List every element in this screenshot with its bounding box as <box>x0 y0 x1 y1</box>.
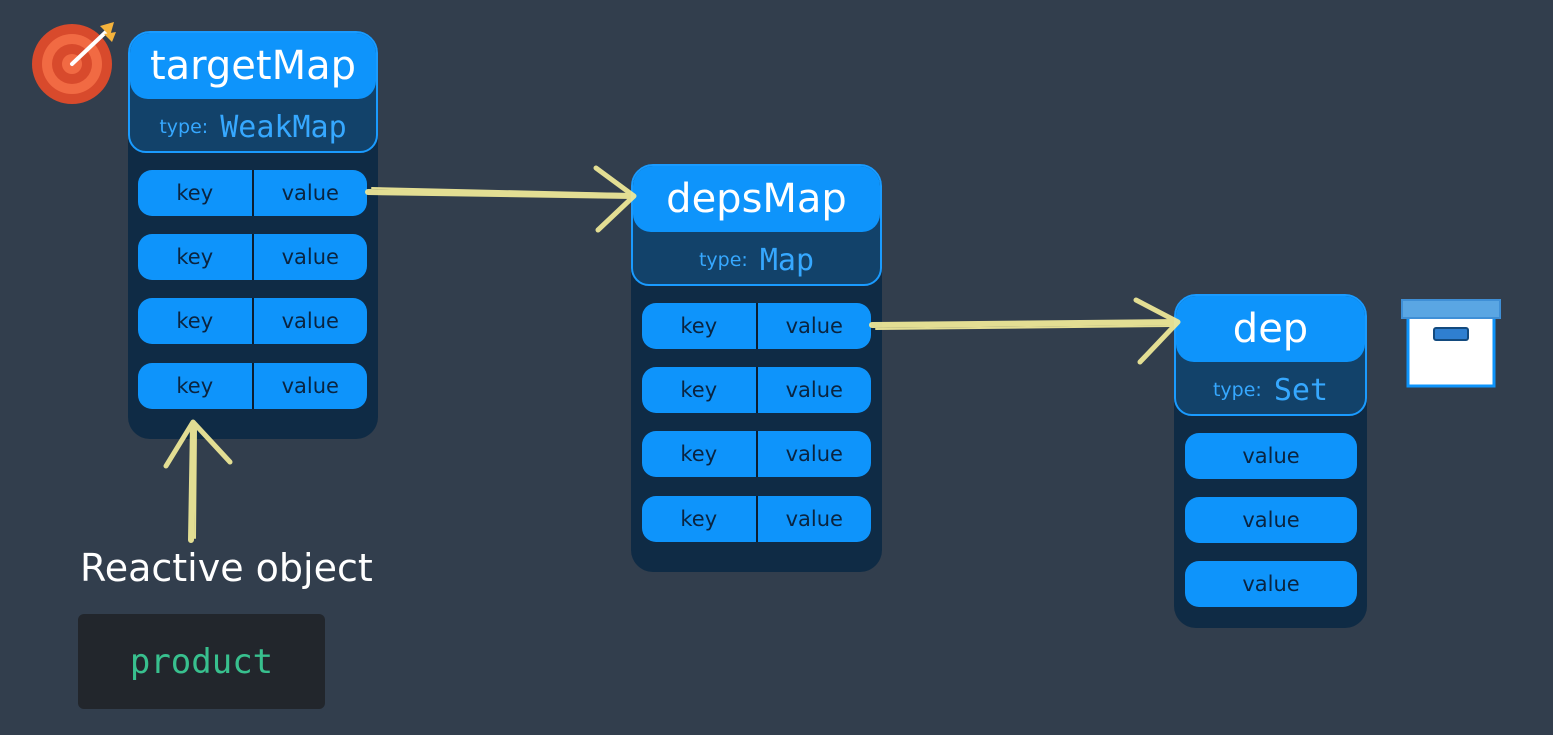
reactive-object-code-box: product <box>78 614 325 709</box>
arrow-target-to-deps <box>365 189 635 199</box>
target-map-row: key value <box>138 298 367 344</box>
arrow-deps-to-dep <box>869 319 1179 328</box>
row-key: key <box>642 303 758 349</box>
dep-type: type: Set <box>1176 362 1365 418</box>
dep-value-row: value <box>1185 497 1357 543</box>
row-value: value <box>785 378 843 402</box>
target-icon <box>32 22 116 104</box>
row-value: value <box>785 442 843 466</box>
target-map-header: targetMap type: WeakMap <box>128 31 378 153</box>
dep-title: dep <box>1176 296 1365 362</box>
reactive-object-caption: Reactive object <box>80 546 373 590</box>
row-value: value <box>1242 508 1300 532</box>
row-value: value <box>281 309 339 333</box>
row-value: value <box>281 245 339 269</box>
row-value: value <box>785 314 843 338</box>
reactive-object-code: product <box>129 641 274 682</box>
target-map-type: type: WeakMap <box>130 99 376 155</box>
target-map-row: key value <box>138 234 367 280</box>
row-value: value <box>1242 444 1300 468</box>
target-map-row: key value <box>138 363 367 409</box>
row-key: key <box>642 431 758 477</box>
row-value: value <box>281 181 339 205</box>
target-map-type-value: WeakMap <box>220 109 347 145</box>
deps-map-row: key value <box>642 303 871 349</box>
dep-header: dep type: Set <box>1174 294 1367 416</box>
row-key: key <box>642 496 758 542</box>
dep-type-value: Set <box>1273 372 1329 408</box>
dep-type-label: type: <box>1212 379 1262 401</box>
row-value: value <box>785 507 843 531</box>
deps-map: depsMap type: Map key value key value ke… <box>631 164 882 572</box>
row-key: key <box>642 367 758 413</box>
target-map-type-label: type: <box>159 116 209 138</box>
deps-map-type: type: Map <box>633 232 880 288</box>
deps-map-header: depsMap type: Map <box>631 164 882 286</box>
dep-set: dep type: Set value value value <box>1174 294 1367 628</box>
target-map: targetMap type: WeakMap key value key va… <box>128 31 378 439</box>
dep-value-row: value <box>1185 561 1357 607</box>
deps-map-type-label: type: <box>698 249 748 271</box>
row-value: value <box>1242 572 1300 596</box>
row-key: key <box>138 298 254 344</box>
deps-map-type-value: Map <box>759 242 815 278</box>
storage-box-icon <box>1401 299 1501 388</box>
target-map-title: targetMap <box>130 33 376 99</box>
arrow-reactive-to-target <box>188 421 196 543</box>
row-key: key <box>138 363 254 409</box>
deps-map-row: key value <box>642 431 871 477</box>
dep-value-row: value <box>1185 433 1357 479</box>
target-map-row: key value <box>138 170 367 216</box>
deps-map-title: depsMap <box>633 166 880 232</box>
row-key: key <box>138 234 254 280</box>
deps-map-row: key value <box>642 367 871 413</box>
row-value: value <box>281 374 339 398</box>
row-key: key <box>138 170 254 216</box>
deps-map-row: key value <box>642 496 871 542</box>
